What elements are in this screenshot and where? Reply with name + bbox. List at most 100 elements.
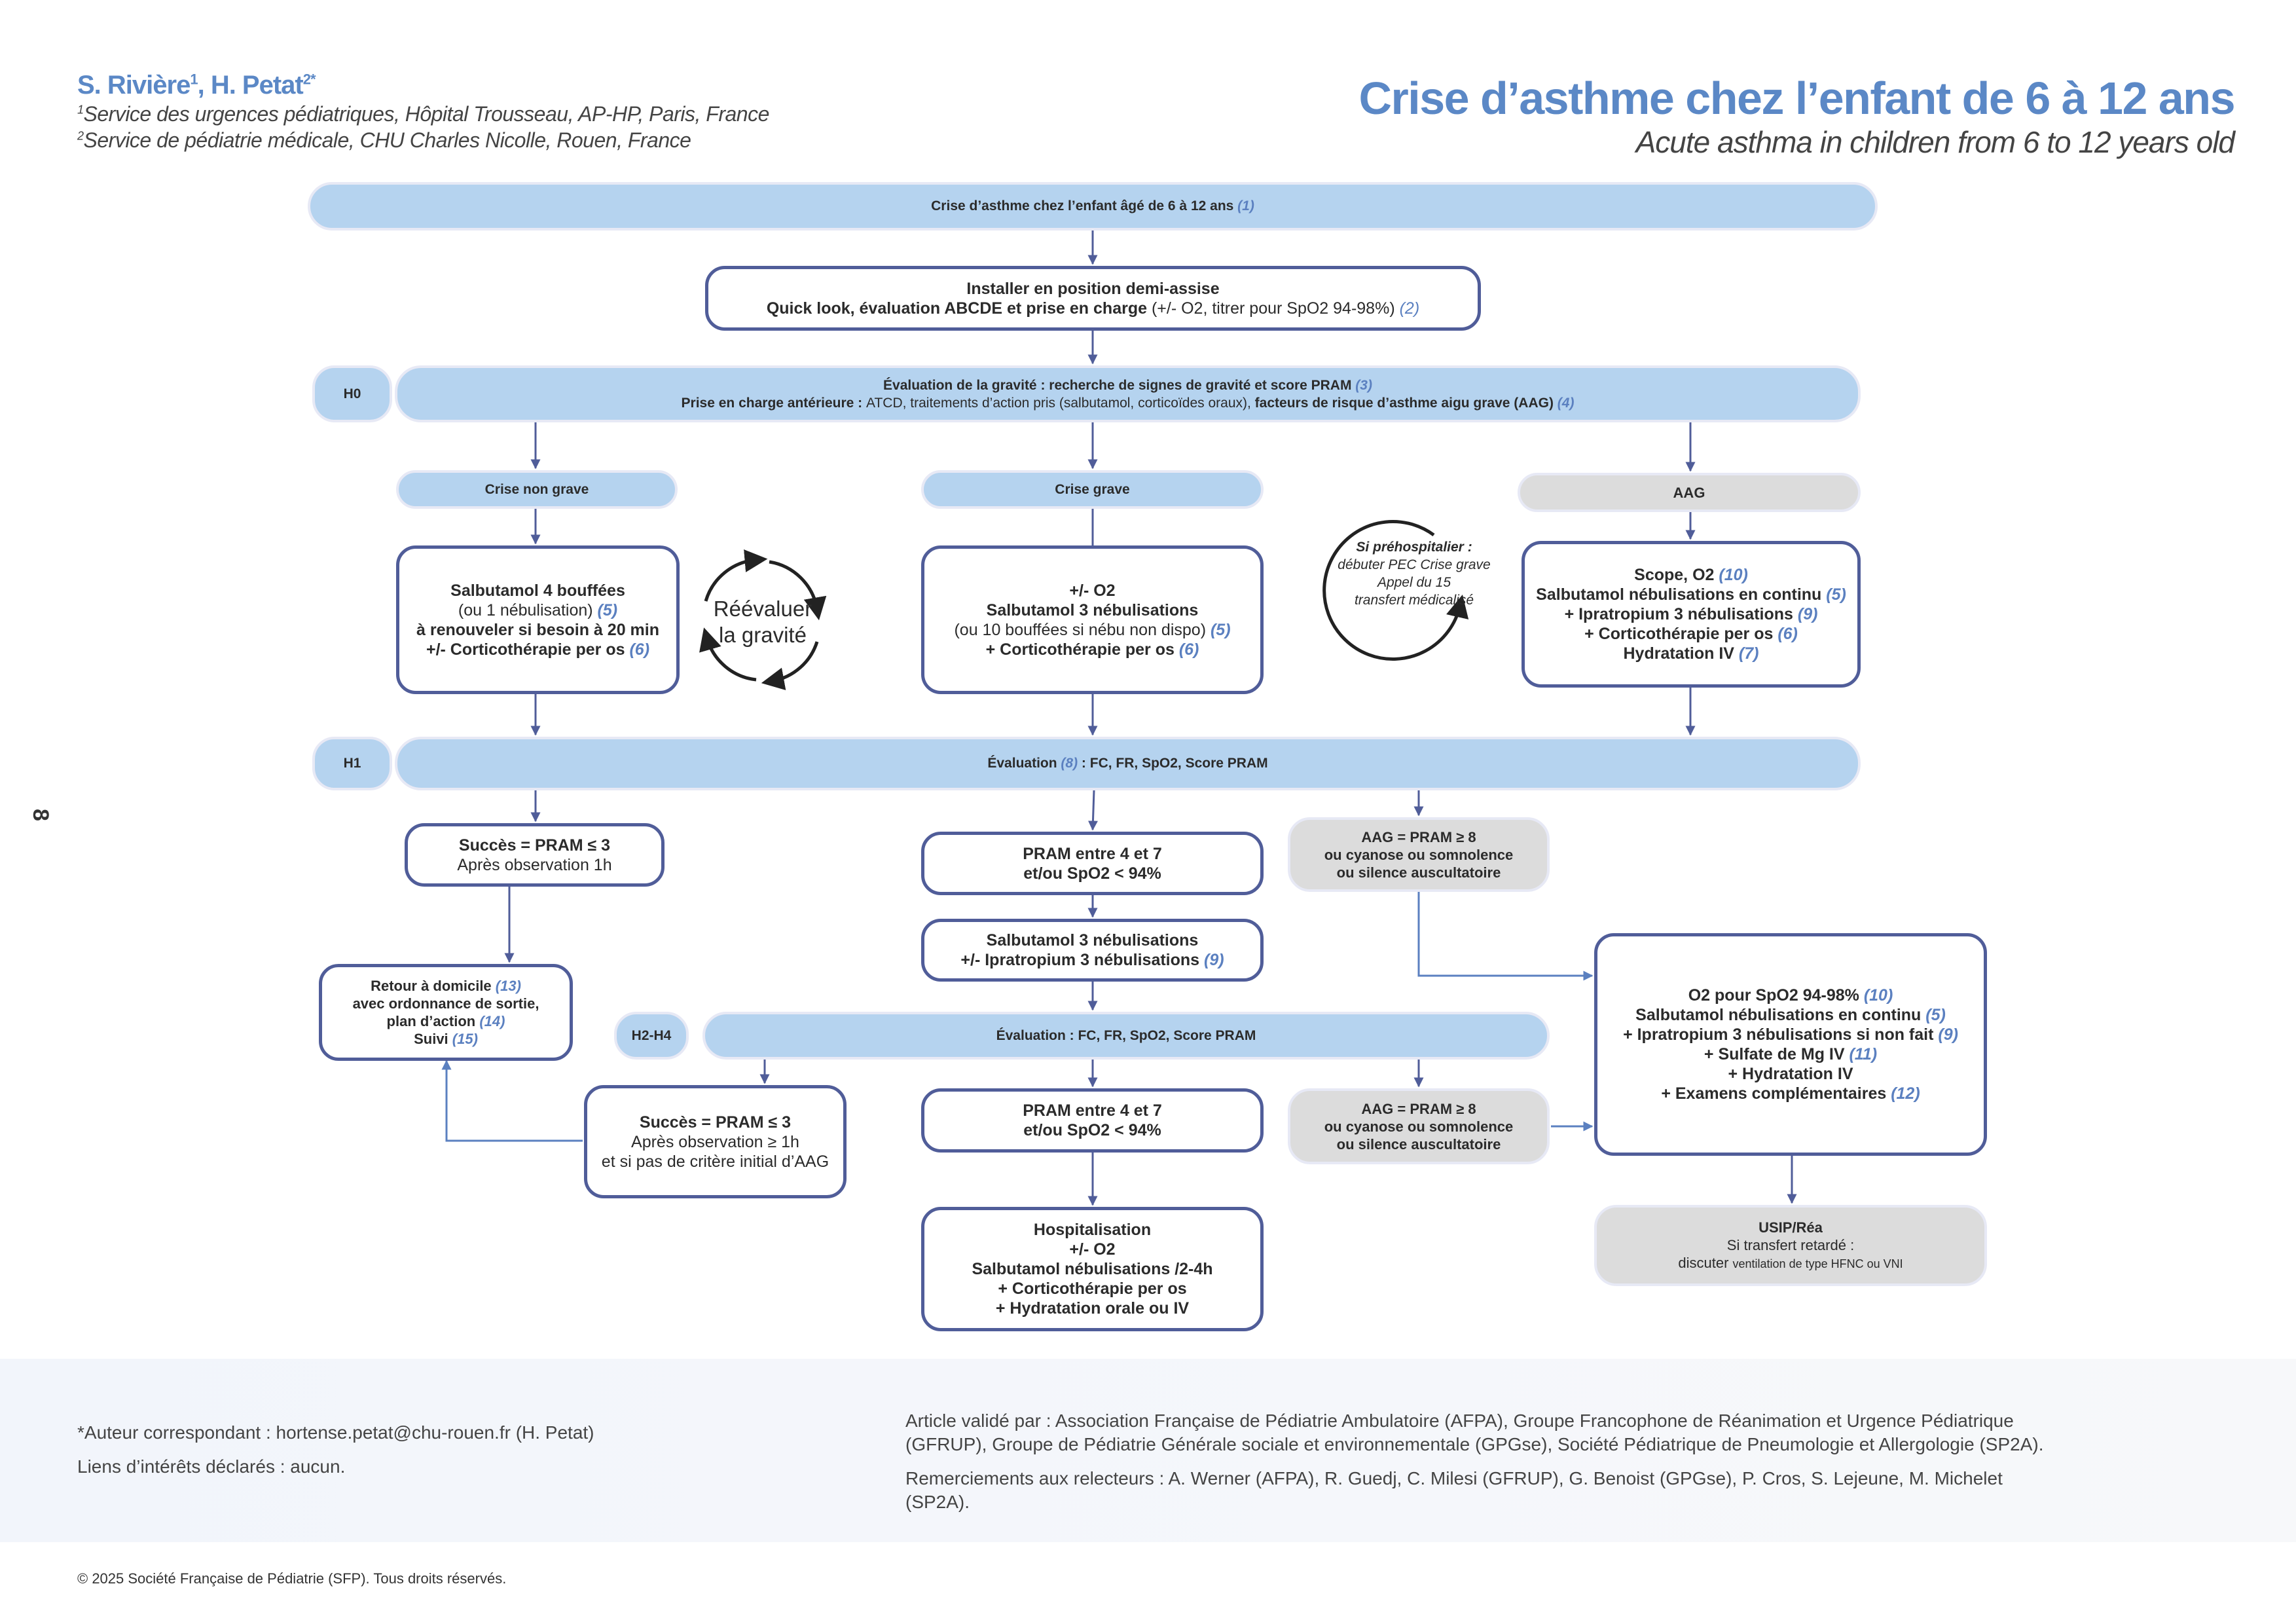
line: Salbutamol nébulisations en continu — [1536, 585, 1827, 604]
start-node: Crise d’asthme chez l’enfant âgé de 6 à … — [308, 182, 1878, 231]
validated-by: Article validé par : Association Françai… — [905, 1411, 2044, 1454]
ref-link[interactable]: (9) — [1797, 605, 1818, 623]
line: PRAM entre 4 et 7 — [1023, 844, 1162, 863]
ref-link[interactable]: (6) — [1178, 640, 1199, 659]
pram-moderate-h2h4: PRAM entre 4 et 7 et/ou SpO2 < 94% — [921, 1088, 1264, 1153]
line: Hydratation IV — [1623, 644, 1739, 663]
authors: S. Rivière1, H. Petat2* — [77, 71, 316, 100]
ref-link[interactable]: (11) — [1849, 1045, 1878, 1063]
ref-link[interactable]: (9) — [1204, 951, 1224, 969]
ref-link[interactable]: (5) — [1925, 1006, 1946, 1024]
reevaluate-line1: Réévaluer — [713, 597, 812, 621]
branch-grave: Crise grave — [921, 470, 1264, 509]
ref-link[interactable]: (13) — [495, 978, 521, 994]
line: et/ou SpO2 < 94% — [1023, 1121, 1161, 1139]
line: Hospitalisation — [1033, 1221, 1152, 1239]
start-text: Crise d’asthme chez l’enfant âgé de 6 à … — [931, 198, 1234, 213]
h0-evaluation-bar: Évaluation de la gravité : recherche de … — [395, 365, 1861, 422]
line: + Sulfate de Mg IV — [1704, 1045, 1850, 1063]
h0-line2: ATCD, traitements d’action pris (salbuta… — [866, 395, 1255, 411]
aag-treatment: Scope, O2 (10) Salbutamol nébulisations … — [1522, 541, 1861, 688]
install-line1: Installer en position demi-assise — [966, 279, 1220, 298]
line: O2 pour SpO2 94-98% — [1688, 986, 1864, 1005]
time-label-h1: H1 — [312, 737, 392, 790]
ref-link[interactable]: (1) — [1237, 198, 1254, 213]
ref-link[interactable]: (4) — [1557, 395, 1575, 411]
author-sup: 2* — [302, 71, 316, 88]
salbutamol-ipratropium: Salbutamol 3 nébulisations +/- Ipratropi… — [921, 919, 1264, 982]
ref-link[interactable]: (3) — [1355, 377, 1372, 393]
h1-text: Évaluation — [987, 756, 1061, 771]
branch-label: Crise non grave — [484, 481, 589, 497]
line: plan d’action — [386, 1013, 480, 1029]
line: (ou 1 nébulisation) — [458, 600, 598, 619]
line: ou silence auscultatoire — [1336, 1135, 1501, 1153]
pram-moderate-h1: PRAM entre 4 et 7 et/ou SpO2 < 94% — [921, 832, 1264, 895]
page-subtitle: Acute asthma in children from 6 to 12 ye… — [1635, 125, 2235, 159]
author-sup: 1 — [190, 71, 198, 88]
success-h1: Succès = PRAM ≤ 3 Après observation 1h — [405, 823, 665, 887]
line: AAG = PRAM ≥ 8 — [1361, 828, 1476, 845]
grave-treatment: +/- O2 Salbutamol 3 nébulisations (ou 10… — [921, 545, 1264, 694]
line: Salbutamol 3 nébulisations — [986, 600, 1199, 619]
install-line2: (+/- O2, titrer pour SpO2 94-98%) — [1147, 299, 1400, 318]
line: Succès = PRAM ≤ 3 — [639, 1113, 792, 1132]
ref-link[interactable]: (10) — [1719, 566, 1748, 584]
line: Après observation ≥ 1h — [631, 1132, 799, 1151]
line: et/ou SpO2 < 94% — [1023, 864, 1161, 883]
line: Succès = PRAM ≤ 3 — [458, 836, 611, 855]
ref-link[interactable]: (2) — [1399, 299, 1420, 318]
affiliation: 1Service des urgences pédiatriques, Hôpi… — [77, 102, 769, 126]
aag-criteria-h1: AAG = PRAM ≥ 8 ou cyanose ou somnolence … — [1288, 817, 1550, 892]
ref-link[interactable]: (12) — [1891, 1084, 1920, 1103]
line: + Hydratation orale ou IV — [995, 1299, 1190, 1318]
ref-link[interactable]: (5) — [1826, 585, 1846, 604]
ref-link[interactable]: (6) — [629, 640, 650, 659]
line: ou cyanose ou somnolence — [1324, 846, 1514, 863]
reevaluate-line2: la gravité — [719, 623, 807, 647]
line: à renouveler si besoin à 20 min — [416, 620, 659, 639]
usip-rea: USIP/Réa Si transfert retardé : discuter… — [1594, 1205, 1987, 1286]
hospitalisation: Hospitalisation +/- O2 Salbutamol nébuli… — [921, 1207, 1264, 1331]
ref-link[interactable]: (5) — [1210, 620, 1231, 639]
prehospital-note: Si préhospitalier : débuter PEC Crise gr… — [1336, 538, 1493, 609]
h2h4-text: Évaluation : FC, FR, SpO2, Score PRAM — [996, 1027, 1256, 1043]
home-discharge: Retour à domicile (13) avec ordonnance d… — [319, 964, 573, 1061]
line: Salbutamol nébulisations /2-4h — [972, 1260, 1213, 1278]
ref-link[interactable]: (10) — [1863, 986, 1893, 1005]
non-grave-treatment: Salbutamol 4 bouffées (ou 1 nébulisation… — [396, 545, 680, 694]
install-node: Installer en position demi-assise Quick … — [705, 266, 1481, 331]
line: Appel du 15 — [1377, 575, 1451, 590]
ref-link[interactable]: (5) — [597, 600, 618, 619]
ref-link[interactable]: (7) — [1738, 644, 1759, 663]
affiliation-text: Service des urgences pédiatriques, Hôpit… — [83, 102, 770, 126]
line: ou silence auscultatoire — [1336, 864, 1501, 881]
line: + Hydratation IV — [1728, 1065, 1853, 1083]
time-label-h2h4: H2-H4 — [614, 1012, 689, 1060]
line: ou cyanose ou somnolence — [1324, 1118, 1514, 1135]
line: PRAM entre 4 et 7 — [1023, 1101, 1162, 1120]
h2h4-evaluation-bar: Évaluation : FC, FR, SpO2, Score PRAM — [702, 1012, 1550, 1060]
line: transfert médicalisé — [1354, 593, 1474, 608]
line: Salbutamol 4 bouffées — [450, 581, 625, 600]
ref-link[interactable]: (14) — [479, 1013, 505, 1029]
install-line2-bold: Quick look, évaluation ABCDE et prise en… — [766, 299, 1148, 318]
success-h2h4: Succès = PRAM ≤ 3 Après observation ≥ 1h… — [584, 1085, 847, 1198]
line: + Corticothérapie per os — [1584, 625, 1778, 643]
footer-band — [0, 1359, 2296, 1542]
line: discuter — [1678, 1254, 1733, 1271]
ref-link[interactable]: (8) — [1061, 756, 1078, 771]
affiliation: 2Service de pédiatrie médicale, CHU Char… — [77, 128, 691, 153]
branch-label: Crise grave — [1055, 481, 1130, 497]
ref-link[interactable]: (6) — [1777, 625, 1798, 643]
h1-label: H1 — [343, 756, 361, 771]
ref-link[interactable]: (15) — [452, 1031, 478, 1047]
line: + Ipratropium 3 nébulisations — [1564, 605, 1798, 623]
line: +/- Ipratropium 3 nébulisations — [960, 951, 1205, 969]
line: Scope, O2 — [1634, 566, 1719, 584]
line: +/- O2 — [1069, 1240, 1116, 1259]
ref-link[interactable]: (9) — [1938, 1025, 1958, 1044]
h0-line2-bold: Prise en charge antérieure : — [681, 395, 866, 411]
h0-line1: Évaluation de la gravité : recherche de … — [883, 377, 1356, 393]
